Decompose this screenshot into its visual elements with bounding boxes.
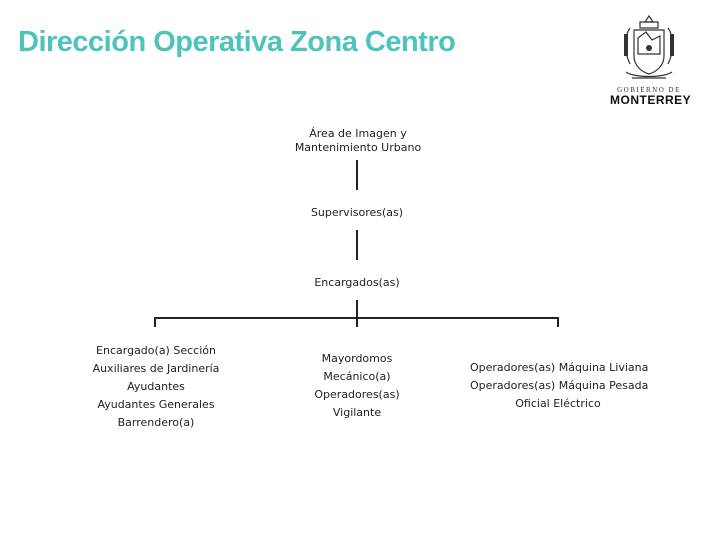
list-item: Auxiliares de Jardinería — [92, 362, 220, 375]
list-item: Operadores(as) — [314, 388, 400, 401]
connector-line — [356, 300, 358, 318]
branch-list-right: Operadores(as) Máquina Liviana Operadore… — [470, 359, 649, 413]
list-item: Barrendero(a) — [117, 416, 195, 429]
coat-of-arms-icon — [624, 14, 674, 79]
org-node-encargados: Encargados(as) — [314, 276, 400, 289]
org-node-supervisores: Supervisores(as) — [310, 206, 404, 219]
list-item: Ayudantes — [127, 380, 185, 393]
branch-list-left: Encargado(a) Sección Auxiliares de Jardi… — [80, 342, 232, 432]
branch-drop-center — [356, 317, 358, 327]
connector-line — [356, 230, 358, 260]
list-item: Mayordomos — [321, 352, 393, 365]
list-item: Ayudantes Generales — [97, 398, 215, 411]
org-node-top: Área de Imagen y Mantenimiento Urbano — [294, 127, 422, 154]
government-logo: GOBIERNO DE MONTERREY — [610, 14, 692, 107]
logo-line-2: MONTERREY — [610, 93, 692, 107]
list-item: Mecánico(a) — [323, 370, 391, 383]
list-item: Operadores(as) Máquina Pesada — [470, 379, 649, 392]
list-item: Encargado(a) Sección — [96, 344, 216, 357]
list-item: Vigilante — [332, 406, 382, 419]
branch-list-center: Mayordomos Mecánico(a) Operadores(as) Vi… — [290, 350, 424, 422]
branch-drop-right — [557, 317, 559, 327]
list-item: Operadores(as) Máquina Liviana — [470, 361, 649, 374]
logo-line-1: GOBIERNO DE — [617, 86, 681, 94]
connector-line — [356, 160, 358, 190]
list-item: Oficial Eléctrico — [515, 397, 601, 410]
branch-drop-left — [154, 317, 156, 327]
page-title: Dirección Operativa Zona Centro — [18, 26, 456, 58]
